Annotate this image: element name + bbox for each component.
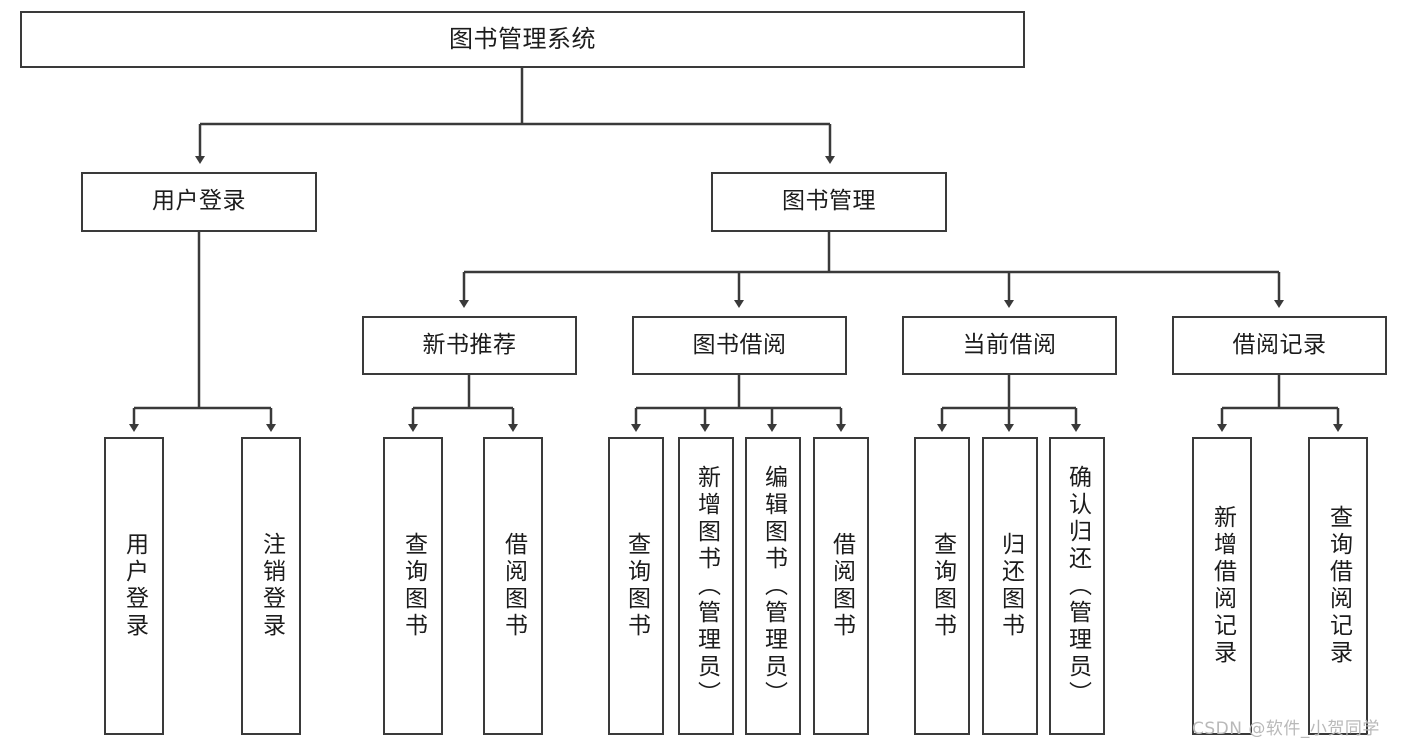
node-label: 图书借阅	[692, 331, 787, 358]
node-label: 用户登录	[152, 188, 246, 215]
node-label: 借阅图书	[500, 532, 527, 640]
node-label: 确认归还（管理员）	[1064, 464, 1091, 708]
leaf-borrow-book-recommend[interactable]: 借阅图书	[483, 437, 543, 735]
node-label: 当前借阅	[962, 331, 1057, 358]
leaf-user-login[interactable]: 用户登录	[104, 437, 164, 735]
leaf-edit-book-admin[interactable]: 编辑图书（管理员）	[745, 437, 801, 735]
node-label: 借阅记录	[1232, 331, 1327, 358]
leaf-add-book-admin[interactable]: 新增图书（管理员）	[678, 437, 734, 735]
node-label: 借阅图书	[828, 532, 855, 640]
leaf-logout[interactable]: 注销登录	[241, 437, 301, 735]
node-user-login[interactable]: 用户登录	[81, 172, 317, 232]
node-book-borrow[interactable]: 图书借阅	[632, 316, 847, 375]
node-label: 图书管理	[782, 188, 876, 215]
leaf-borrow-book[interactable]: 借阅图书	[813, 437, 869, 735]
node-label: 新增图书（管理员）	[693, 464, 720, 708]
node-label: 用户登录	[121, 532, 148, 640]
leaf-confirm-return-admin[interactable]: 确认归还（管理员）	[1049, 437, 1105, 735]
node-label: 查询图书	[929, 532, 956, 640]
node-borrow-records[interactable]: 借阅记录	[1172, 316, 1387, 375]
leaf-query-book-borrow[interactable]: 查询图书	[608, 437, 664, 735]
node-label: 新书推荐	[422, 331, 517, 358]
leaf-return-book[interactable]: 归还图书	[982, 437, 1038, 735]
leaf-query-book-recommend[interactable]: 查询图书	[383, 437, 443, 735]
node-label: 编辑图书（管理员）	[760, 464, 787, 708]
node-label: 归还图书	[997, 532, 1024, 640]
node-current-borrow[interactable]: 当前借阅	[902, 316, 1117, 375]
node-label: 查询借阅记录	[1325, 505, 1352, 667]
node-label: 图书管理系统	[449, 25, 596, 54]
node-label: 新增借阅记录	[1209, 505, 1236, 667]
node-label: 注销登录	[258, 532, 285, 640]
leaf-add-borrow-record[interactable]: 新增借阅记录	[1192, 437, 1252, 735]
leaf-query-borrow-record[interactable]: 查询借阅记录	[1308, 437, 1368, 735]
node-book-management[interactable]: 图书管理	[711, 172, 947, 232]
node-new-book-recommend[interactable]: 新书推荐	[362, 316, 577, 375]
node-label: 查询图书	[623, 532, 650, 640]
node-root-system[interactable]: 图书管理系统	[20, 11, 1025, 68]
node-label: 查询图书	[400, 532, 427, 640]
leaf-query-book-current[interactable]: 查询图书	[914, 437, 970, 735]
